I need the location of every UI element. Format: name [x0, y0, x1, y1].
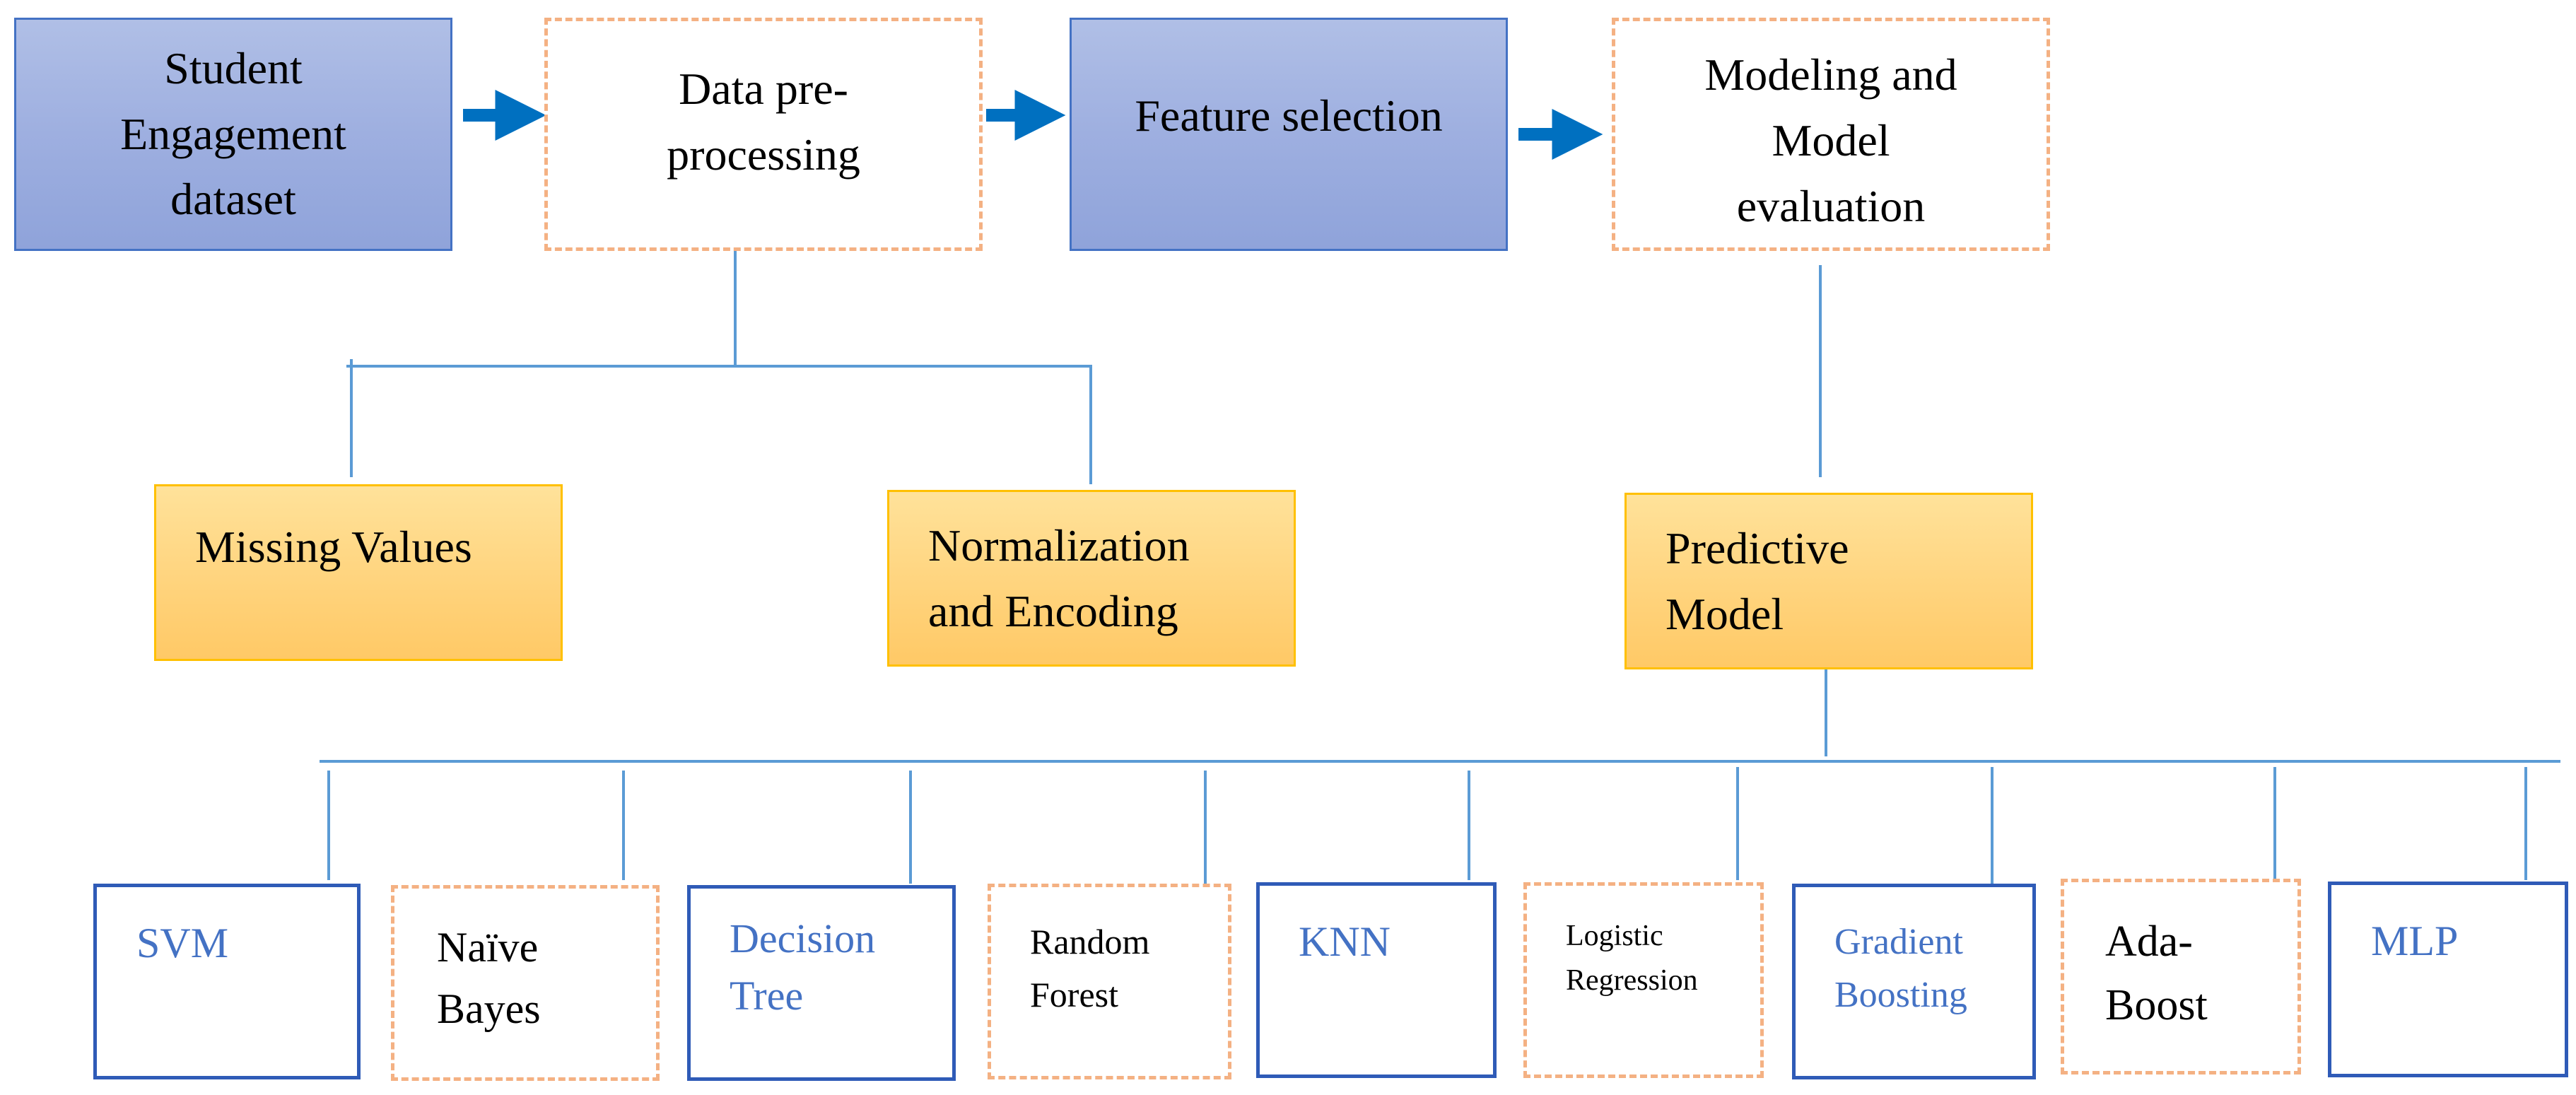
predictive-model-label: Predictive Model	[1665, 523, 1849, 639]
feature-selection-label: Feature selection	[1135, 90, 1443, 141]
modeling-label: Modeling and Model evaluation	[1704, 49, 1957, 231]
naive-bayes-box: Naïve Bayes	[391, 885, 660, 1081]
logistic-regression-box: Logistic Regression	[1523, 882, 1764, 1078]
decision-tree-label: Decision Tree	[730, 915, 876, 1019]
decision-tree-box: Decision Tree	[687, 885, 956, 1081]
missing-values-label: Missing Values	[195, 522, 472, 572]
predictive-model-box: Predictive Model	[1624, 493, 2033, 669]
preprocessing-label: Data pre- processing	[667, 64, 860, 180]
gradient-boosting-box: Gradient Boosting	[1792, 884, 2036, 1079]
dataset-label: Student Engagement dataset	[120, 42, 346, 225]
preprocessing-box: Data pre- processing	[544, 18, 983, 251]
normalization-box: Normalization and Encoding	[887, 490, 1296, 667]
random-forest-label: Random Forest	[1030, 922, 1150, 1014]
naive-bayes-label: Naïve Bayes	[437, 924, 541, 1032]
missing-values-box: Missing Values	[154, 484, 563, 661]
normalization-label: Normalization and Encoding	[928, 520, 1190, 636]
ada-boost-box: Ada- Boost	[2061, 879, 2301, 1074]
knn-box: KNN	[1256, 882, 1497, 1078]
gradient-boosting-label: Gradient Boosting	[1834, 922, 1967, 1016]
random-forest-box: Random Forest	[988, 884, 1231, 1079]
mlp-box: MLP	[2328, 882, 2568, 1077]
svm-label: SVM	[136, 920, 229, 966]
dataset-box: Student Engagement dataset	[14, 18, 452, 251]
mlp-label: MLP	[2371, 918, 2459, 964]
svm-box: SVM	[93, 884, 361, 1079]
ada-boost-label: Ada- Boost	[2105, 918, 2208, 1029]
logistic-regression-label: Logistic Regression	[1566, 920, 1698, 997]
knn-label: KNN	[1299, 918, 1391, 965]
modeling-box: Modeling and Model evaluation	[1612, 18, 2050, 251]
feature-selection-box: Feature selection	[1070, 18, 1508, 251]
